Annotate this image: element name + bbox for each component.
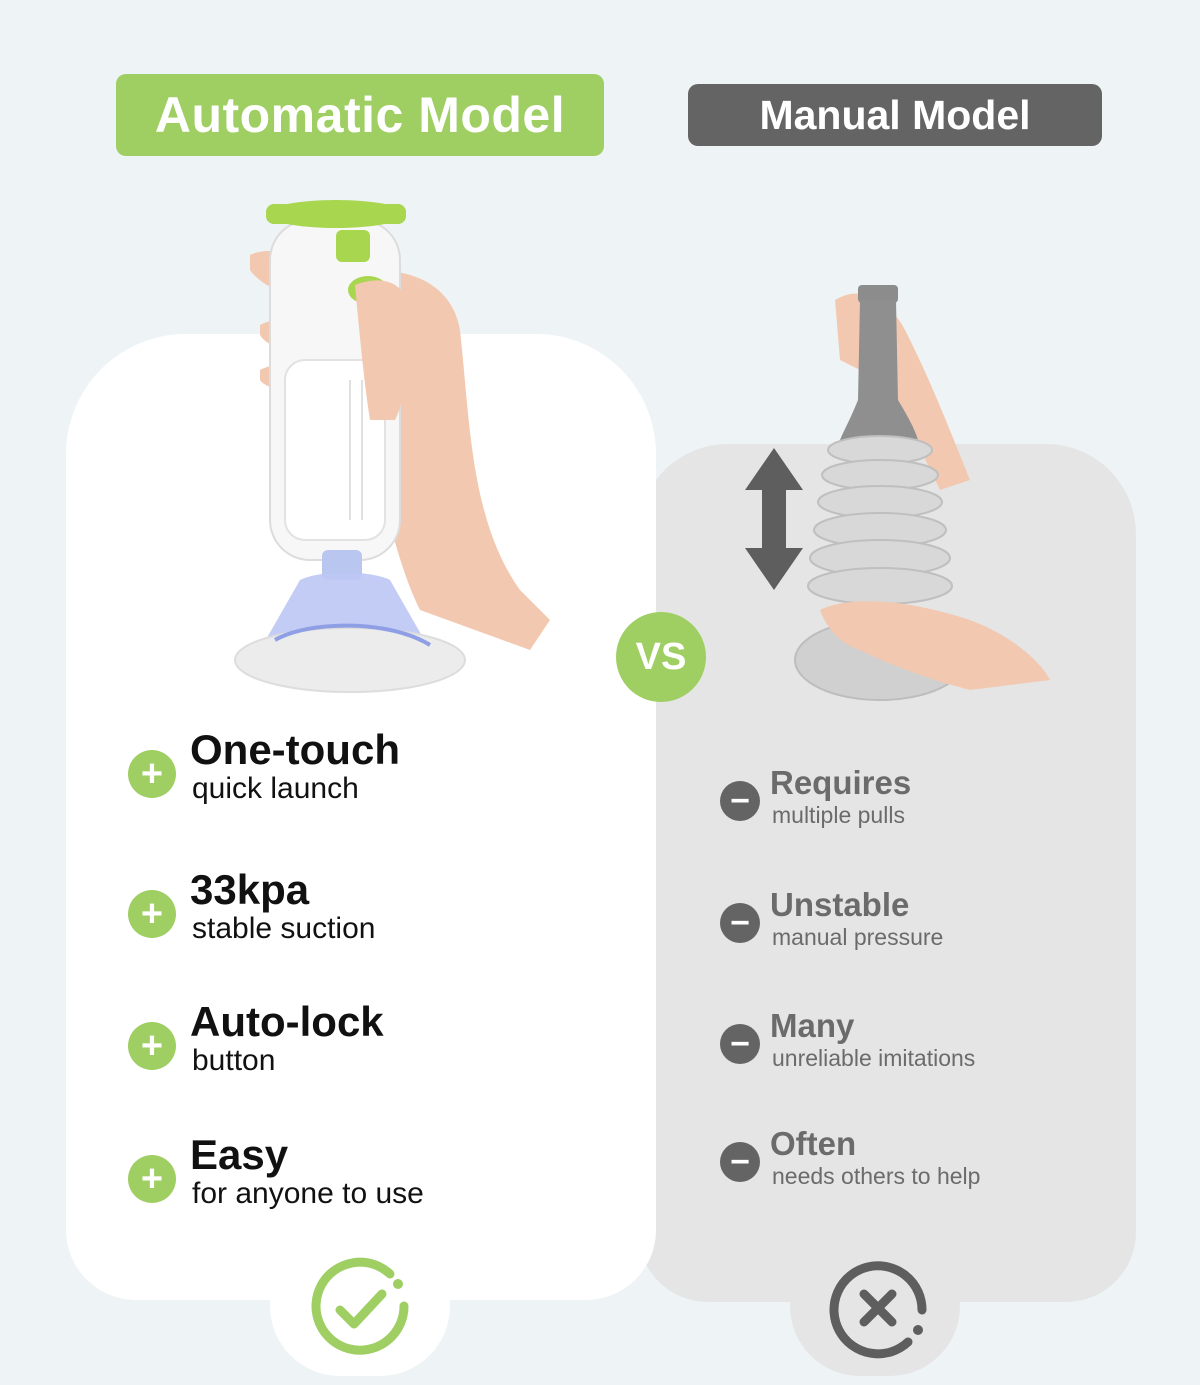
feature-title: Auto-lock xyxy=(190,998,384,1045)
minus-icon: − xyxy=(720,1142,760,1182)
feature-title: 33kpa xyxy=(190,866,310,913)
feature-subtitle: multiple pulls xyxy=(772,802,905,828)
automatic-device-image xyxy=(234,200,550,693)
plus-icon: + xyxy=(128,750,176,798)
feature-subtitle: needs others to help xyxy=(772,1163,981,1189)
feature-subtitle: quick launch xyxy=(192,772,359,805)
feature-title: One-touch xyxy=(190,726,400,773)
feature-subtitle: stable suction xyxy=(192,912,376,945)
manual-feature-item: − Often needs others to help xyxy=(720,1126,980,1190)
feature-title: Requires xyxy=(770,764,912,801)
feature-subtitle: unreliable imitations xyxy=(772,1045,976,1071)
up-down-arrow-icon xyxy=(745,448,803,590)
check-circle-icon xyxy=(311,1257,409,1355)
plus-icon: + xyxy=(128,1022,176,1070)
feature-title: Unstable xyxy=(770,886,910,923)
manual-model-title: Manual Model xyxy=(688,84,1102,146)
minus-icon: − xyxy=(720,781,760,821)
feature-subtitle: manual pressure xyxy=(772,924,944,950)
feature-title: Easy xyxy=(190,1131,289,1178)
automatic-feature-item: + One-touch quick launch xyxy=(128,728,400,806)
manual-feature-item: − Requires multiple pulls xyxy=(720,765,911,829)
plus-icon: + xyxy=(128,890,176,938)
plus-icon: + xyxy=(128,1155,176,1203)
minus-icon: − xyxy=(720,903,760,943)
automatic-feature-item: + Auto-lock button xyxy=(128,1000,384,1078)
automatic-feature-item: + Easy for anyone to use xyxy=(128,1133,424,1211)
manual-feature-item: − Many unreliable imitations xyxy=(720,1008,975,1072)
feature-subtitle: for anyone to use xyxy=(192,1177,424,1210)
manual-feature-item: − Unstable manual pressure xyxy=(720,887,943,951)
automatic-feature-item: + 33kpa stable suction xyxy=(128,868,375,946)
feature-title: Often xyxy=(770,1125,857,1162)
vs-badge: VS xyxy=(616,612,706,702)
feature-title: Many xyxy=(770,1007,855,1044)
manual-device-image xyxy=(745,285,1050,701)
automatic-model-title: Automatic Model xyxy=(116,74,604,156)
feature-subtitle: button xyxy=(192,1044,276,1077)
x-circle-icon xyxy=(829,1261,927,1359)
minus-icon: − xyxy=(720,1024,760,1064)
